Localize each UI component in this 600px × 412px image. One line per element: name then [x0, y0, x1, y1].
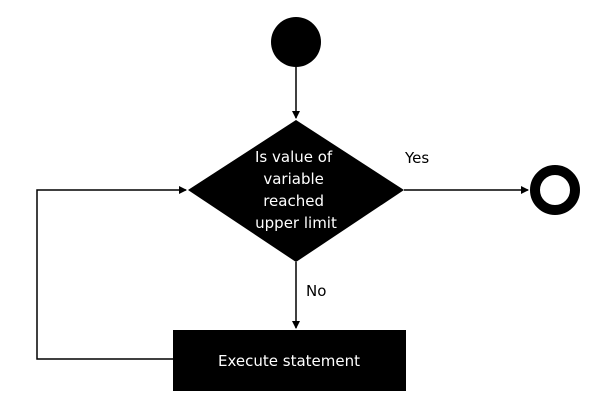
decision-node — [188, 120, 404, 262]
decision-line-2: variable — [263, 170, 324, 188]
end-node — [530, 165, 580, 215]
start-node — [271, 17, 321, 67]
process-label: Execute statement — [218, 352, 360, 370]
process-node — [173, 330, 406, 391]
decision-line-4: upper limit — [255, 214, 337, 232]
no-label: No — [306, 282, 326, 300]
loop-back-arrow — [36, 186, 187, 360]
decision-label: Is value of variable reached upper limit — [255, 148, 337, 232]
yes-label: Yes — [404, 149, 429, 167]
decision-line-1: Is value of — [255, 148, 333, 166]
decision-line-3: reached — [263, 192, 324, 210]
